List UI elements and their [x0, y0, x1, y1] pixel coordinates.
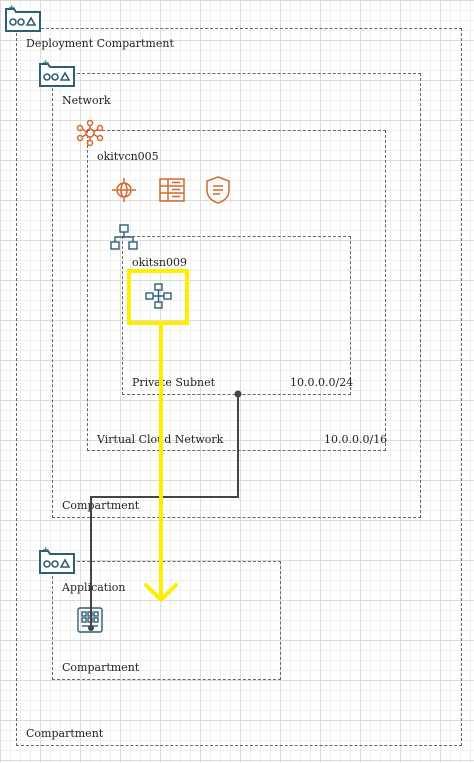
- subnet-hierarchy-icon[interactable]: [109, 223, 139, 255]
- compartment-folder-icon[interactable]: +: [4, 3, 42, 37]
- vcn-hub-icon[interactable]: [76, 119, 104, 151]
- connector-start-dot: [234, 390, 242, 398]
- deployment-compartment-footer: Compartment: [26, 727, 104, 740]
- subnet-footer: Private Subnet: [132, 376, 216, 389]
- load-balancer-icon[interactable]: [144, 282, 174, 314]
- network-compartment-title: Network: [62, 94, 111, 107]
- application-compartment-title: Application: [62, 581, 126, 594]
- route-table-icon[interactable]: [158, 176, 186, 208]
- highlight-box: [127, 269, 189, 325]
- vcn-cidr: 10.0.0.0/16: [324, 433, 388, 446]
- network-compartment-footer: Compartment: [62, 499, 140, 512]
- connector-end-dot: [88, 625, 94, 631]
- vcn-name: okitvcn005: [97, 150, 159, 163]
- subnet-name: okitsn009: [132, 256, 187, 269]
- deployment-compartment[interactable]: [16, 28, 462, 746]
- internet-gateway-icon[interactable]: [110, 176, 138, 208]
- connector-line: [90, 394, 239, 628]
- svg-text:+: +: [42, 60, 50, 68]
- compartment-folder-icon[interactable]: +: [38, 58, 76, 92]
- application-compartment-footer: Compartment: [62, 661, 140, 674]
- security-list-icon[interactable]: [204, 175, 232, 209]
- subnet-cidr: 10.0.0.0/24: [290, 376, 354, 389]
- svg-text:+: +: [8, 5, 16, 13]
- compartment-folder-icon[interactable]: +: [38, 545, 76, 579]
- svg-text:+: +: [42, 547, 50, 555]
- virtual-cloud-network[interactable]: [87, 130, 386, 451]
- deployment-compartment-title: Deployment Compartment: [26, 37, 174, 50]
- highlight-arrow-head: [144, 583, 178, 602]
- application-compartment[interactable]: [52, 561, 281, 680]
- network-compartment[interactable]: [52, 73, 421, 518]
